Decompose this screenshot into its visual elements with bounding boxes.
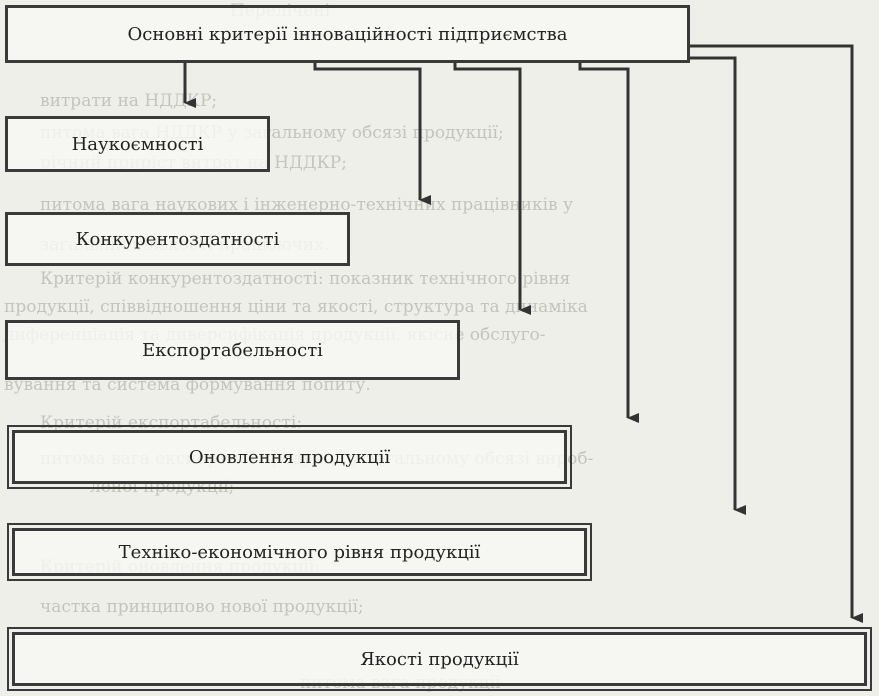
criterion-node-konkurentozdatnist: Конкурентоздатності [5, 212, 350, 266]
criterion-node-tekhniko-ekonomichnyi-riven: Техніко-економічного рівня продукції [7, 523, 592, 581]
criterion-label: Техніко-економічного рівня продукції [118, 541, 481, 563]
criterion-node-eksportabelnist: Експортабельності [5, 320, 460, 380]
connector-to-tekhniko-ekonomichnyi [690, 56, 746, 515]
connector-to-onovlennia [578, 63, 639, 423]
criterion-label: Наукоємності [71, 133, 204, 155]
criterion-label: Якості продукції [360, 648, 519, 670]
connector-to-konkurentozdatnist [313, 63, 431, 205]
criterion-node-yakist-produktsii: Якості продукції [7, 627, 872, 691]
root-node-label: Основні критерії інноваційності підприєм… [127, 23, 568, 45]
connector-to-yakist [690, 44, 863, 623]
connector-to-eksportabelnist [453, 63, 531, 315]
criterion-label: Оновлення продукції [188, 446, 391, 468]
criterion-node-naukoiemnist: Наукоємності [5, 116, 270, 172]
criterion-label: Конкурентоздатності [75, 228, 280, 250]
criterion-node-onovlennia-produktsii: Оновлення продукції [7, 425, 572, 489]
criterion-label: Експортабельності [142, 339, 323, 361]
root-node-innovation-criteria: Основні критерії інноваційності підприєм… [5, 5, 690, 63]
